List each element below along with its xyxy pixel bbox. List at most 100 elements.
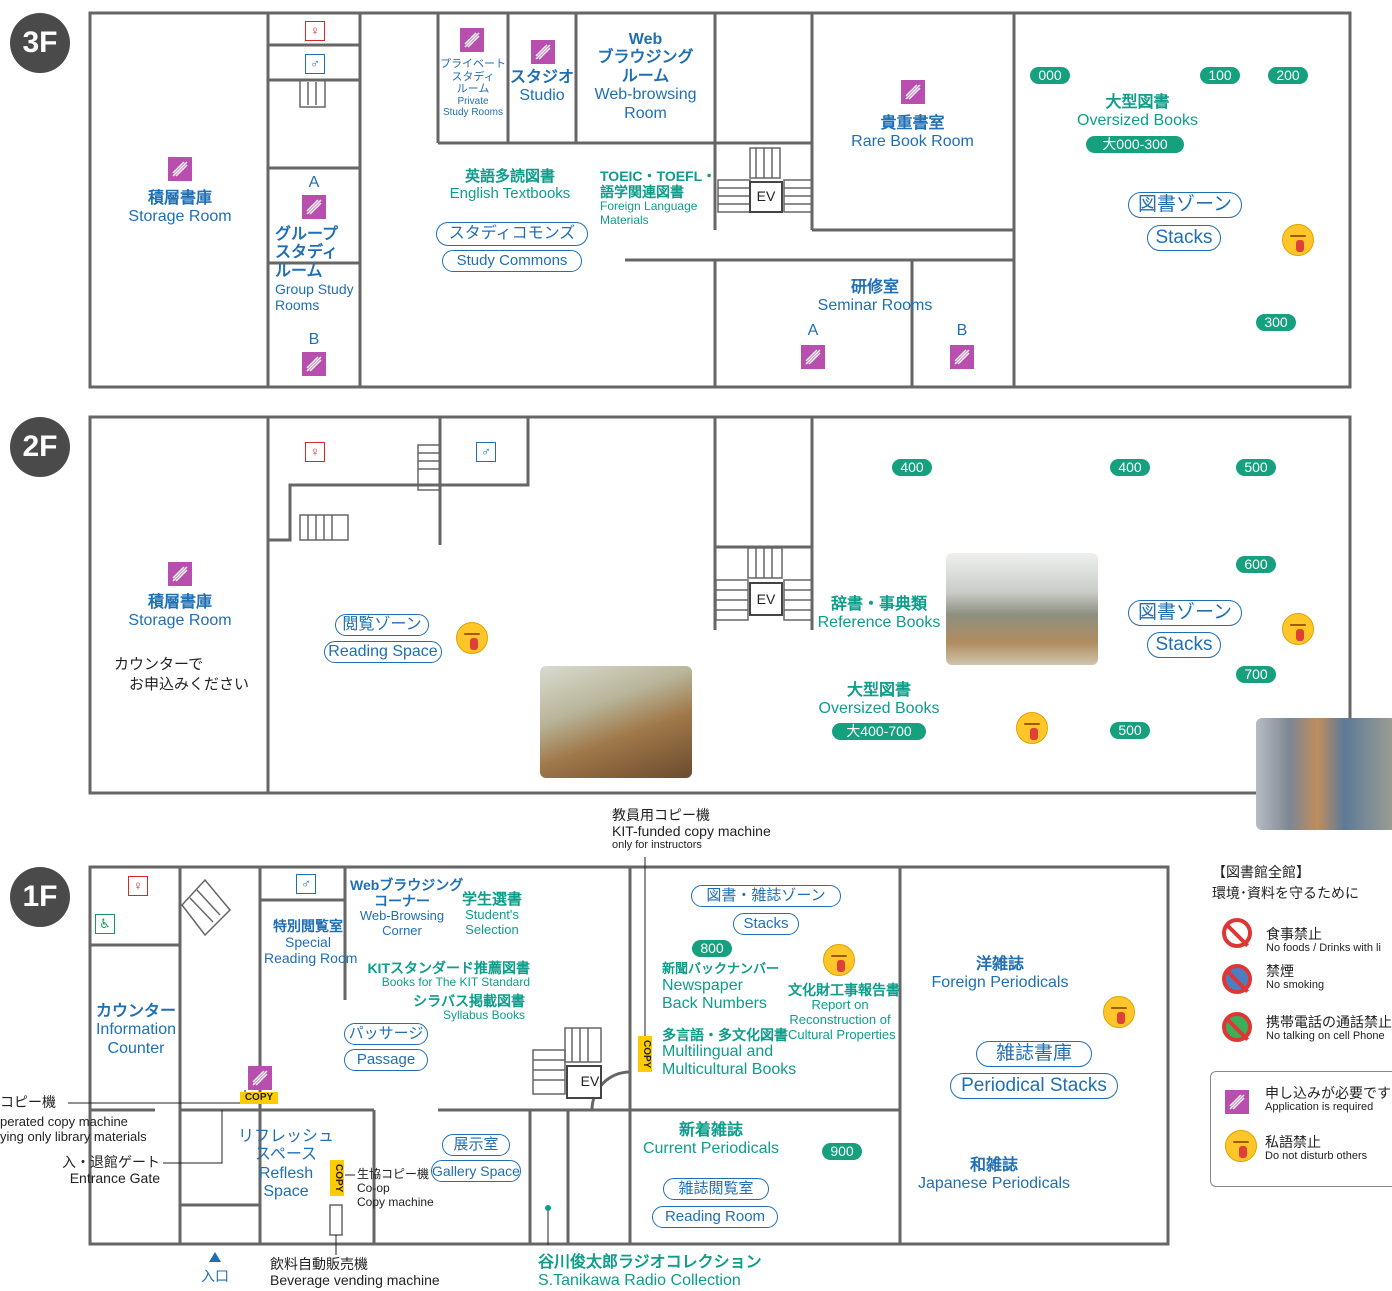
application-required-icon xyxy=(901,80,925,104)
floor-badge-1f: 1F xyxy=(10,867,70,927)
call-number-pill: 800 xyxy=(692,940,732,957)
periodical-stacks-zone-ja: 雑誌書庫 xyxy=(976,1041,1092,1067)
legend-heading: 【図書館全館】環境･資料を守るために xyxy=(1212,864,1359,901)
study-commons-zone-ja: スタディコモンズ xyxy=(436,222,588,246)
no-smoking-icon xyxy=(1222,964,1252,994)
call-number-pill: 400 xyxy=(1110,459,1150,476)
womens-restroom-icon: ♀ xyxy=(128,876,148,896)
reading-space-photo xyxy=(540,666,692,778)
self-copy-machine-label: コピー機 xyxy=(0,1094,56,1110)
accessible-restroom-icon: ♿ xyxy=(95,914,115,934)
periodical-reading-zone-ja: 雑誌閲覧室 xyxy=(663,1178,769,1200)
books-magazines-zone-ja: 図書・雑誌ゾーン xyxy=(691,885,841,907)
stacks-zone-3f-ja: 図書ゾーン xyxy=(1128,192,1242,218)
legend-symbols-box xyxy=(1210,1071,1392,1187)
application-required-icon xyxy=(168,157,192,181)
instructor-copy-machine-icon: COPY xyxy=(638,1036,652,1072)
group-room-b-label: B xyxy=(308,331,320,348)
elevator-1f: EV xyxy=(580,1073,600,1089)
stacks-zone-2f-en: Stacks xyxy=(1147,632,1221,658)
quiet-please-icon xyxy=(1016,712,1048,744)
study-commons-zone-en: Study Commons xyxy=(442,250,582,272)
application-required-icon xyxy=(302,195,326,219)
reading-space-zone-en: Reading Space xyxy=(324,641,442,663)
call-number-pill: 900 xyxy=(822,1143,862,1160)
oversized-range-pill: 大400-700 xyxy=(832,723,926,740)
application-required-icon xyxy=(302,352,326,376)
periodical-reading-zone-en: Reading Room xyxy=(652,1206,778,1228)
call-number-pill: 000 xyxy=(1030,67,1070,84)
periodical-stacks-zone-en: Periodical Stacks xyxy=(950,1073,1118,1099)
passage-zone-ja: パッサージュ xyxy=(344,1023,428,1062)
stacks-photo xyxy=(1256,718,1392,830)
mens-restroom-icon: ♂ xyxy=(296,874,316,894)
reading-space-zone-ja: 閲覧ゾーン xyxy=(335,614,429,636)
application-required-icon xyxy=(1225,1090,1249,1114)
quiet-please-icon xyxy=(1103,996,1135,1028)
call-number-pill: 400 xyxy=(892,459,932,476)
quiet-please-icon xyxy=(1282,613,1314,645)
quiet-please-icon xyxy=(823,944,855,976)
stacks-zone-2f-ja: 図書ゾーン xyxy=(1128,600,1242,626)
application-required-icon xyxy=(801,345,825,369)
call-number-pill: 600 xyxy=(1236,556,1276,573)
mens-restroom-icon: ♂ xyxy=(476,442,496,462)
stacks-zone-3f-en: Stacks xyxy=(1147,225,1221,251)
quiet-please-icon xyxy=(1225,1130,1257,1162)
coop-copy-machine-icon: COPY xyxy=(330,1160,344,1196)
call-number-pill: 300 xyxy=(1256,314,1296,331)
self-copy-machine-icon: COPY xyxy=(240,1092,278,1104)
group-room-a-label: A xyxy=(308,174,320,191)
floor-badge-3f: 3F xyxy=(10,13,70,73)
seminar-room-a-label: A xyxy=(807,322,819,339)
application-required-icon xyxy=(248,1066,272,1090)
call-number-pill: 500 xyxy=(1236,459,1276,476)
application-required-icon xyxy=(168,562,192,586)
application-required-icon xyxy=(460,28,484,52)
womens-restroom-icon: ♀ xyxy=(305,442,325,462)
passage-zone-en: Passage xyxy=(344,1049,428,1071)
no-food-icon xyxy=(1222,918,1252,948)
quiet-please-icon xyxy=(456,622,488,654)
call-number-pill: 500 xyxy=(1110,722,1150,739)
books-magazines-zone-en: Stacks xyxy=(733,913,799,935)
mens-restroom-icon: ♂ xyxy=(305,54,325,74)
no-phone-icon xyxy=(1222,1012,1252,1042)
reference-books-photo xyxy=(946,553,1098,665)
seminar-room-b-label: B xyxy=(956,322,968,339)
gallery-zone-en: Gallery Space xyxy=(431,1160,521,1182)
gallery-zone-ja: 展示室 xyxy=(442,1134,510,1156)
elevator-3f: EV xyxy=(756,188,776,204)
